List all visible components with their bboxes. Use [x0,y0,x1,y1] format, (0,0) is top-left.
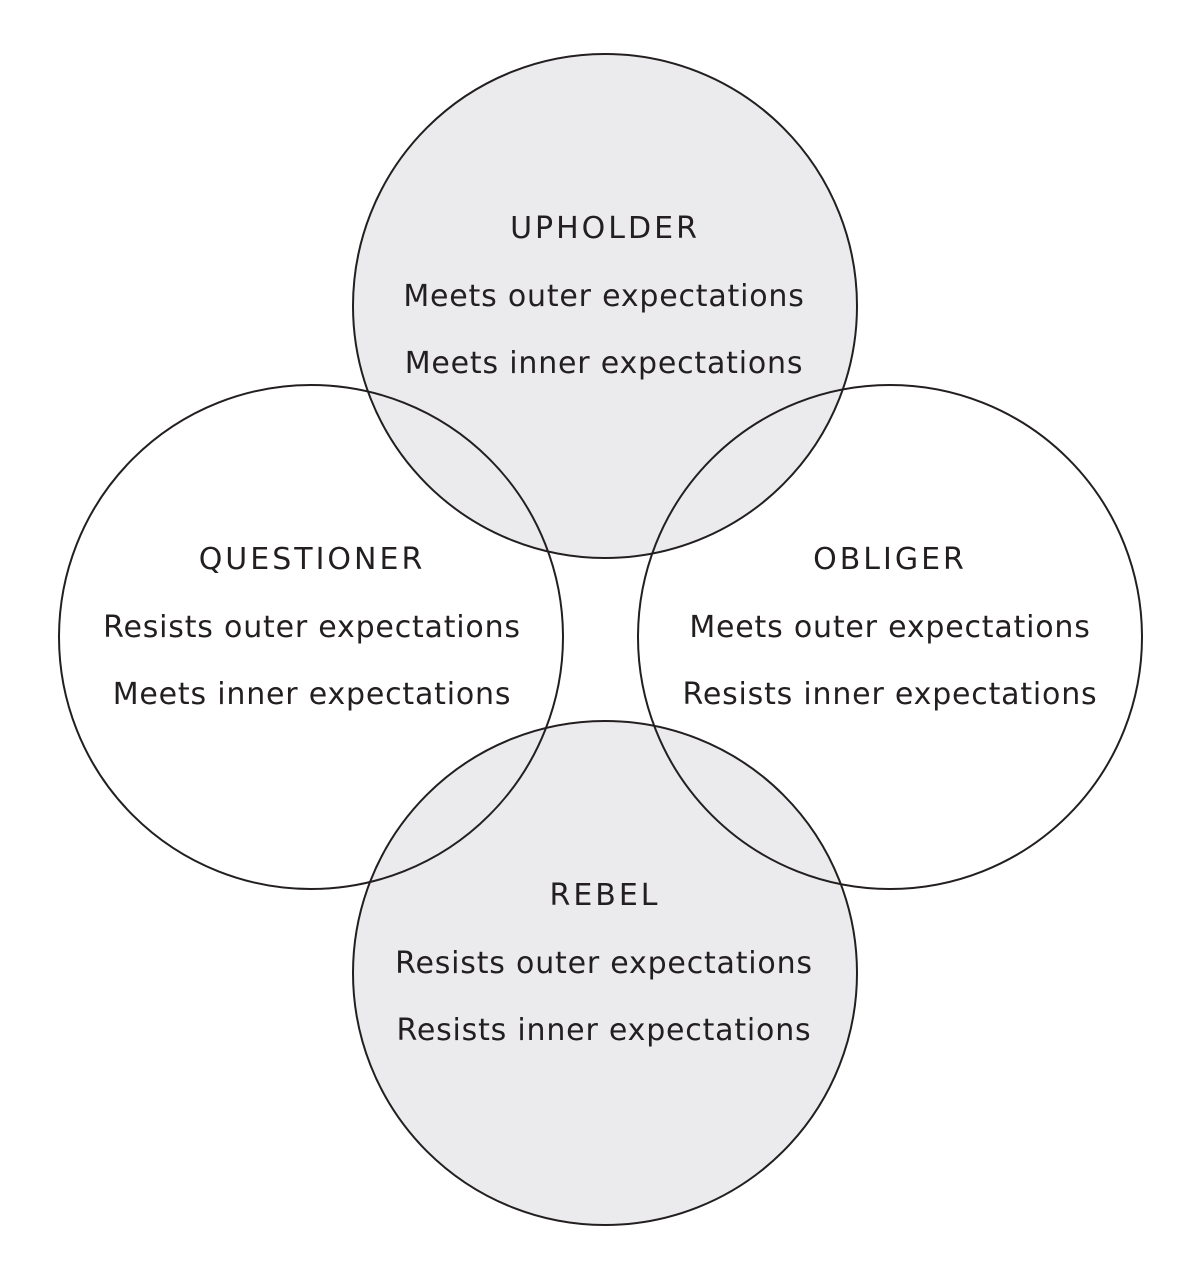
rebel-title: REBEL [549,878,660,913]
rebel-line-outer: Resists outer expectations [395,946,813,981]
rebel-labels: REBEL Resists outer expectations Resists… [395,878,813,1048]
obliger-labels: OBLIGER Meets outer expectations Resists… [683,542,1098,712]
questioner-line-outer: Resists outer expectations [103,610,521,645]
rebel-circle-outline [352,720,858,1226]
obliger-line-inner: Resists inner expectations [683,677,1098,712]
upholder-title: UPHOLDER [510,211,700,246]
questioner-labels: QUESTIONER Resists outer expectations Me… [103,542,521,712]
rebel-line-inner: Resists inner expectations [397,1013,812,1048]
obliger-title: OBLIGER [813,542,967,577]
upholder-circle-outline [352,53,858,559]
circle-fills [59,54,1142,1225]
rebel-circle-fill [353,721,857,1225]
obliger-circle-fill [638,385,1142,889]
questioner-circle-fill [59,385,563,889]
circle-outlines [58,53,1143,1226]
obliger-line-outer: Meets outer expectations [689,610,1090,645]
questioner-line-inner: Meets inner expectations [113,677,512,712]
questioner-title: QUESTIONER [199,542,426,577]
upholder-line-inner: Meets inner expectations [405,346,804,381]
upholder-line-outer: Meets outer expectations [403,279,804,314]
upholder-labels: UPHOLDER Meets outer expectations Meets … [403,211,804,381]
upholder-circle-fill [353,54,857,558]
questioner-circle-outline [58,384,564,890]
obliger-circle-outline [637,384,1143,890]
